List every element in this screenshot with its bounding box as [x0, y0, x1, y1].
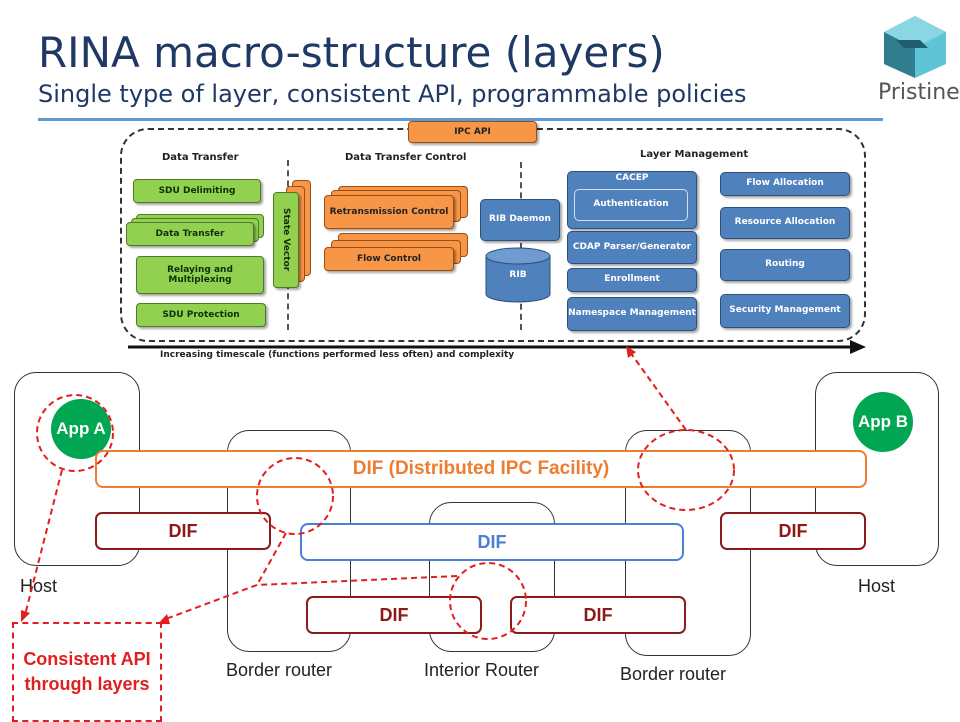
retransmission-control-box: Retransmission Control [324, 195, 454, 229]
app-b-node: App B [853, 392, 913, 452]
arrowhead-3 [626, 346, 636, 358]
callout-arrow-1 [24, 469, 63, 616]
cdap-parser-box: CDAP Parser/Generator [567, 231, 697, 264]
relaying-multiplexing-box: Relaying and Multiplexing [136, 256, 264, 294]
timescale-label: Increasing timescale (functions performe… [160, 350, 515, 360]
data-transfer-box: Data Transfer [126, 222, 254, 246]
cacep-label: CACEP [615, 173, 649, 183]
divider-2 [520, 162, 522, 330]
sdu-delimiting-box: SDU Delimiting [133, 179, 261, 203]
dif-distributed-ipc-facility: DIF (Distributed IPC Facility) [95, 450, 867, 488]
security-management-box: Security Management [720, 294, 850, 328]
page-subtitle: Single type of layer, consistent API, pr… [38, 80, 747, 108]
namespace-management-box: Namespace Management [567, 297, 697, 331]
rib-daemon-box: RIB Daemon [480, 199, 560, 241]
border-router-left-label: Border router [226, 660, 333, 680]
rib-label: RIB [509, 270, 527, 280]
flow-allocation-box: Flow Allocation [720, 172, 850, 196]
dif-right: DIF [720, 512, 866, 550]
arrowhead-2 [158, 614, 170, 624]
callout-arrow-2a [256, 532, 287, 586]
callout-arrow-3 [256, 575, 458, 586]
dif-middle: DIF [300, 523, 684, 561]
host-right-label: Host [858, 576, 896, 596]
interior-router-highlight-circle [449, 562, 527, 640]
flow-control-box: Flow Control [324, 247, 454, 271]
arrowhead-1 [21, 610, 30, 622]
state-vector-label: State Vector [281, 208, 291, 272]
dif-left: DIF [95, 512, 271, 550]
layer-detail-arrow [629, 351, 687, 431]
dif-bottom-right: DIF [510, 596, 686, 634]
title-underline [38, 118, 883, 121]
app-a-node: App A [51, 399, 111, 459]
section-layer-management: Layer Management [640, 149, 749, 160]
pristine-logo-icon [884, 16, 946, 78]
ipc-api-box: IPC API [408, 121, 537, 143]
host-left-label: Host [20, 576, 58, 596]
consistent-api-callout: Consistent API through layers [12, 622, 162, 722]
section-data-transfer: Data Transfer [162, 152, 239, 163]
timescale-arrow [128, 340, 866, 354]
resource-allocation-box: Resource Allocation [720, 207, 850, 239]
app-a-highlight-circle [36, 394, 114, 472]
routing-box: Routing [720, 249, 850, 281]
sdu-protection-box: SDU Protection [136, 303, 266, 327]
interior-router-label: Interior Router [424, 660, 540, 680]
callout-arrow-2b [162, 584, 258, 621]
rib-database-icon [485, 247, 551, 303]
section-data-transfer-control: Data Transfer Control [345, 152, 467, 163]
page-title: RINA macro-structure (layers) [38, 28, 665, 77]
logo-text: Pristine [878, 80, 960, 105]
state-vector-box: State Vector [273, 192, 299, 288]
border-router-right-label: Border router [620, 664, 727, 684]
enrollment-box: Enrollment [567, 268, 697, 292]
border-router-right-highlight-circle [637, 429, 735, 511]
authentication-box: Authentication [574, 189, 688, 221]
border-router-highlight-circle [256, 457, 334, 535]
